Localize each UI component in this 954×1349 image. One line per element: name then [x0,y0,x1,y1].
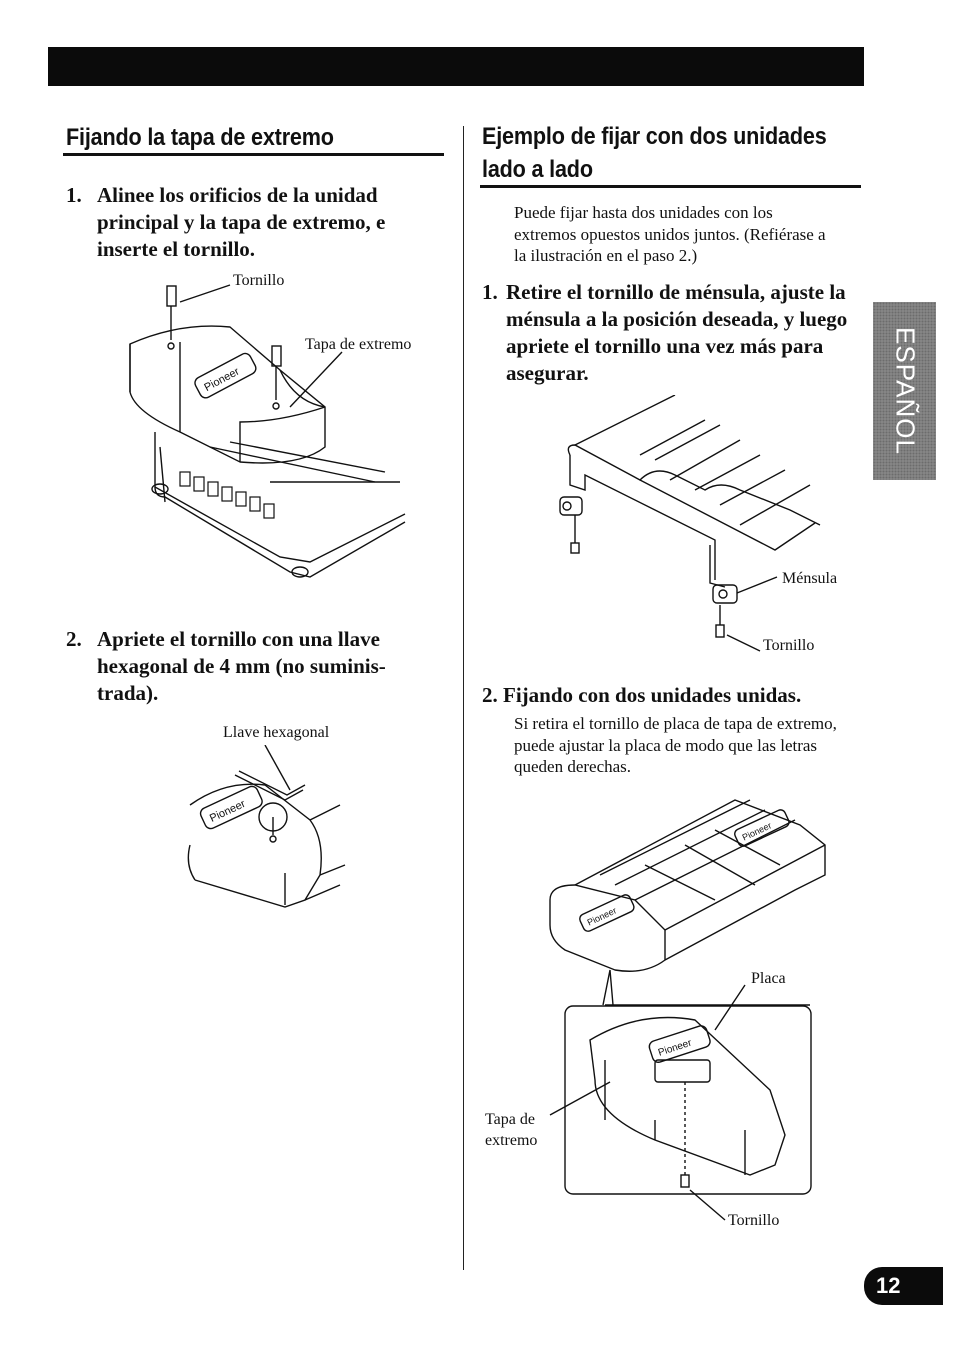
fig2-hex-key-illustration: Pioneer [185,745,355,915]
right-intro-text: Puede fijar hasta dos unidades con los e… [514,203,826,265]
language-side-tab-label: ESPAÑOL [890,327,920,455]
fig1-screw-label: Tornillo [233,272,285,289]
fig4-two-units-illustration: Pioneer Pioneer Pioneer [545,790,835,1230]
right-step-2-heading: 2. Fijando con dos unidades unidas. [482,683,802,707]
left-step-2-number: 2. [66,627,82,651]
fig1-end-cap-illustration: Pioneer [120,282,420,587]
fig4-end-cap-label-line2: extremo [485,1132,538,1149]
column-divider [463,126,464,1270]
left-step-2: 2. Apriete el tornillo con una llave hex… [66,626,426,707]
fig4-end-cap-label-line1: Tapa de [485,1111,535,1128]
left-step-1-text: Alinee los orificios de la unidad princi… [97,183,386,261]
page-number-badge: 12 [864,1267,943,1305]
fig4-screw-label: Tornillo [728,1212,780,1229]
right-title-rule [480,185,861,188]
right-step-1-number: 1. [482,280,498,304]
right-section-title-line1: Ejemplo de fijar con dos unidades [482,123,827,150]
svg-text:Pioneer: Pioneer [657,1037,694,1058]
left-step-1-number: 1. [66,183,82,207]
fig4-plate-label: Placa [751,970,786,987]
fig2-hex-key-label: Llave hexagonal [223,724,330,741]
fig1-end-cap-label: Tapa de extremo [305,336,412,353]
fig3-bracket-illustration [545,395,845,655]
left-step-1: 1. Alinee los orificios de la unidad pri… [66,182,426,263]
right-section-title-line2: lado a lado [482,156,593,183]
fig3-screw-label: Tornillo [763,637,815,654]
language-side-tab: ESPAÑOL [873,302,936,480]
left-title-rule [63,153,444,156]
right-step-1-text: Retire el tornillo de ménsula, ajuste la… [506,280,848,385]
right-step-1: 1. Retire el tornillo de ménsula, ajuste… [482,279,857,387]
right-step-2-text: Si retira el tornillo de placa de tapa d… [514,714,837,776]
left-step-2-text: Apriete el tornillo con una llave hexago… [97,627,386,705]
left-section-title: Fijando la tapa de extremo [66,124,334,151]
header-bar [48,47,864,86]
fig3-bracket-label: Ménsula [782,570,838,587]
svg-text:Pioneer: Pioneer [586,905,618,927]
